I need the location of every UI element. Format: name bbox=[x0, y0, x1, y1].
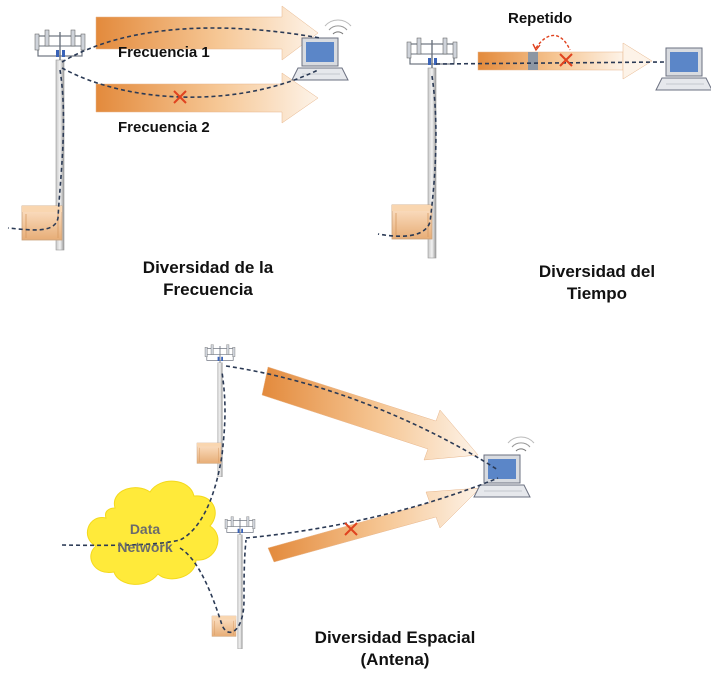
frequency-diversity-panel bbox=[7, 5, 352, 251]
time-diversity-panel bbox=[377, 34, 711, 259]
caption-line: Diversidad del bbox=[538, 262, 656, 281]
caption-line: Diversidad Espacial bbox=[314, 628, 476, 647]
frequency-diversity-caption: Diversidad de la Frecuencia bbox=[118, 257, 298, 301]
beam-frequency-2 bbox=[95, 72, 319, 124]
wifi-signal-icon bbox=[507, 436, 535, 452]
laptop-icon bbox=[473, 454, 531, 498]
cloud-line: Data bbox=[129, 521, 161, 537]
cloud-icon bbox=[86, 480, 219, 585]
signal-path-network-feed-1 bbox=[61, 371, 226, 547]
time-diversity-caption: Diversidad del Tiempo bbox=[512, 261, 682, 305]
signal-path-frequency-2 bbox=[61, 67, 319, 98]
caption-line: (Antena) bbox=[360, 650, 430, 669]
signal-path-tower-feed bbox=[377, 75, 437, 238]
signal-path-antenna-1 bbox=[225, 365, 499, 471]
signal-path-network-feed-2 bbox=[179, 539, 247, 634]
repeat-arrow bbox=[535, 34, 571, 51]
equipment-shed-icon bbox=[391, 204, 433, 240]
frequency-1-label: Frecuencia 1 bbox=[118, 44, 210, 61]
signal-path-tower-feed bbox=[7, 69, 65, 231]
beam-antenna-1 bbox=[261, 366, 479, 461]
signal-path-antenna-2 bbox=[245, 477, 499, 539]
signal-path-time bbox=[435, 61, 665, 65]
frequency-2-label: Frecuencia 2 bbox=[118, 119, 210, 136]
spatial-diversity-panel bbox=[61, 344, 535, 650]
spatial-diversity-caption: Diversidad Espacial (Antena) bbox=[290, 627, 500, 671]
data-network-label: Data Network bbox=[100, 520, 190, 556]
repeated-block bbox=[528, 52, 538, 70]
equipment-shed-icon bbox=[21, 205, 63, 241]
wifi-signal-icon bbox=[324, 19, 352, 35]
beam-frequency-1 bbox=[95, 5, 319, 61]
cloud-line: Network bbox=[117, 539, 173, 555]
signal-path-frequency-1 bbox=[61, 27, 321, 63]
repeated-label: Repetido bbox=[508, 10, 573, 27]
caption-line: Tiempo bbox=[566, 284, 628, 303]
equipment-shed-icon bbox=[211, 615, 237, 637]
beam-time bbox=[477, 51, 624, 71]
laptop-icon bbox=[655, 47, 711, 91]
caption-line: Diversidad de la bbox=[142, 258, 274, 277]
caption-line: Frecuencia bbox=[163, 280, 253, 299]
equipment-shed-icon bbox=[196, 442, 222, 464]
beam-antenna-2 bbox=[267, 487, 481, 563]
